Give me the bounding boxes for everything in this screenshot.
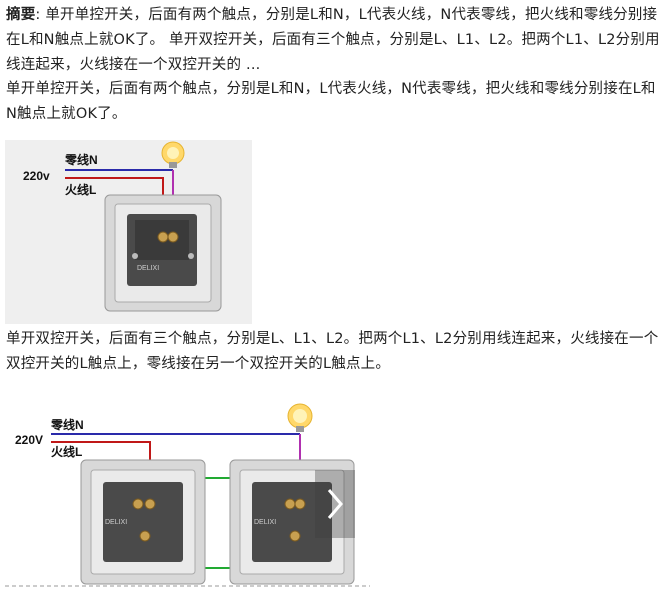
single-switch-wiring-diagram: 零线N 220v 火线L DELIXI: [5, 140, 252, 324]
light-bulb-icon: [287, 403, 313, 432]
summary-colon: :: [35, 7, 46, 23]
left-switch-plate: DELIXI: [80, 459, 206, 585]
summary-text: 单开单控开关，后面有两个触点，分别是L和N，L代表火线，N代表零线，把火线和零线…: [6, 7, 660, 73]
switch-plate: DELIXI: [104, 194, 222, 312]
brand-label: DELIXI: [137, 265, 159, 272]
brand-label-left: DELIXI: [105, 519, 127, 526]
gallery-next-button[interactable]: [315, 470, 355, 538]
double-switch-paragraph: 单开双控开关，后面有三个触点，分别是L、L1、L2。把两个L1、L2分别用线连起…: [6, 331, 659, 372]
voltage-label: 220V: [15, 433, 43, 447]
chevron-right-icon: [327, 489, 343, 519]
single-switch-paragraph: 单开单控开关，后面有两个触点，分别是L和N，L代表火线，N代表零线，把火线和零线…: [6, 81, 656, 122]
voltage-label: 220v: [23, 169, 50, 183]
neutral-label: 零线N: [50, 417, 84, 432]
summary-label: 摘要: [6, 7, 36, 23]
live-label: 火线L: [51, 444, 82, 459]
brand-label-right: DELIXI: [254, 519, 276, 526]
double-switch-wiring-diagram: 零线N 220V 火线L DELIXI DELIXI: [5, 403, 370, 587]
light-bulb-icon: [161, 141, 185, 168]
live-label: 火线L: [65, 182, 96, 197]
summary-paragraph: 摘要: 单开单控开关，后面有两个触点，分别是L和N，L代表火线，N代表零线，把火…: [6, 3, 664, 78]
neutral-label: 零线N: [64, 152, 98, 167]
right-switch-plate: DELIXI: [229, 459, 355, 585]
